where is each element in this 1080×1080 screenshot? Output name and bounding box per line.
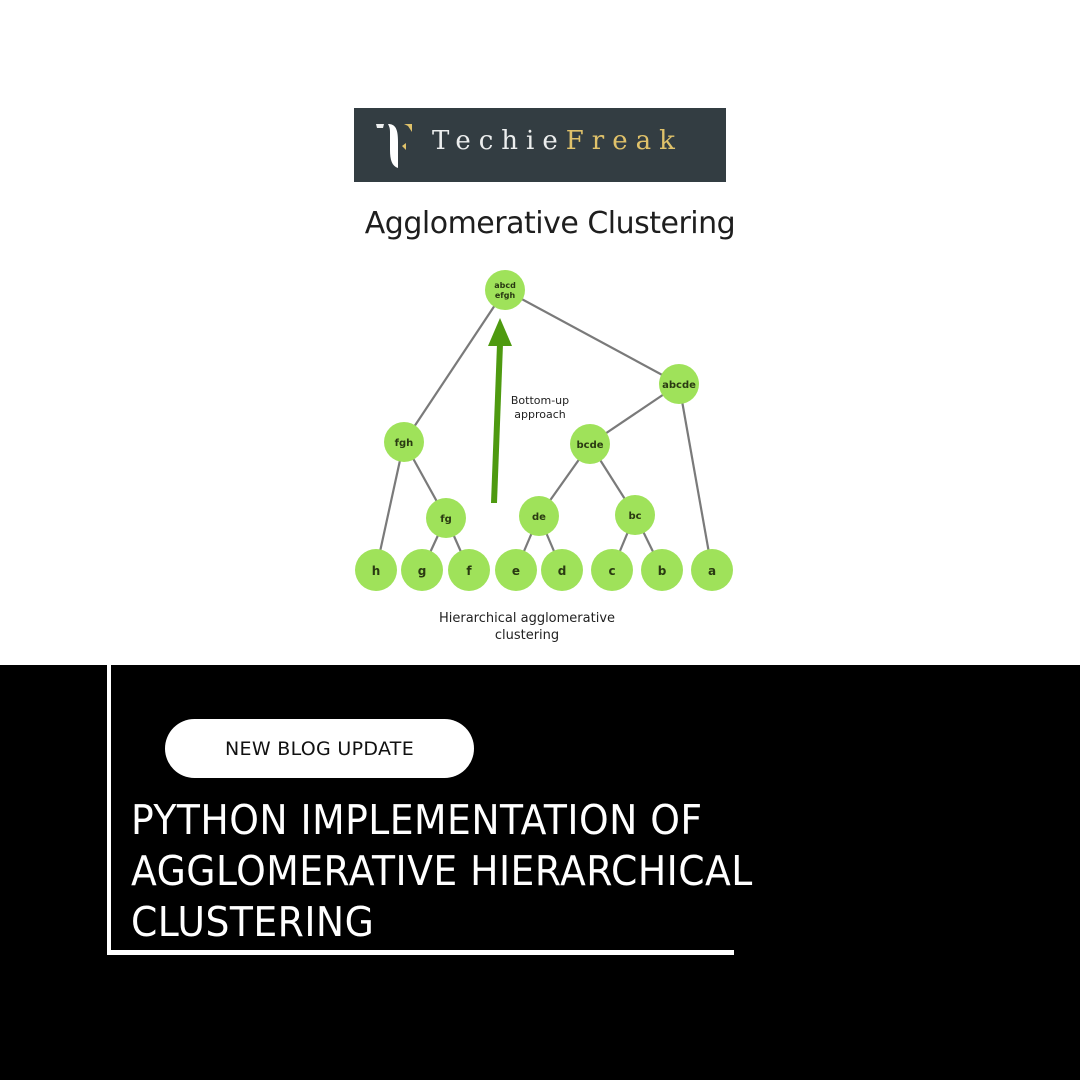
blog-headline: PYTHON IMPLEMENTATION OF AGGLOMERATIVE H… (131, 795, 885, 948)
node-b (641, 549, 683, 591)
dendrogram-diagram: Bottom-up approach abcd efgh abcde fgh b… (355, 270, 733, 643)
logo-mark-icon (376, 124, 412, 168)
node-bc-label: bc (628, 511, 641, 522)
node-fg (426, 498, 466, 538)
node-c-label: c (608, 564, 615, 578)
diagram-caption-line1: Hierarchical agglomerative (439, 611, 615, 626)
node-root-label-2: efgh (495, 291, 516, 300)
arrow-label-line1: Bottom-up (511, 394, 569, 407)
node-abcde (659, 364, 699, 404)
node-de-label: de (532, 512, 546, 523)
node-h-label: h (372, 564, 381, 578)
node-bc (615, 495, 655, 535)
node-b-label: b (658, 564, 667, 578)
tree-nodes (355, 270, 733, 591)
node-fgh (384, 422, 424, 462)
node-f (448, 549, 490, 591)
headline-line-1: PYTHON IMPLEMENTATION OF (131, 796, 703, 844)
node-d-label: d (558, 564, 567, 578)
diagram-title: Agglomerative Clustering (364, 206, 736, 241)
techiefreak-logo: TechieFreak (354, 108, 726, 182)
headline-line-3: CLUSTERING (131, 898, 375, 946)
frame-vertical-line (107, 665, 111, 955)
node-bcde (570, 424, 610, 464)
node-bcde-label: bcde (576, 440, 603, 451)
new-blog-update-badge: NEW BLOG UPDATE (165, 719, 474, 778)
arrow-label-line2: approach (514, 408, 566, 421)
node-abcde-label: abcde (662, 380, 696, 391)
logo-wordmark: TechieFreak (432, 126, 683, 156)
logo-word-techie: Techie (432, 126, 566, 156)
node-e (495, 549, 537, 591)
node-d (541, 549, 583, 591)
node-c (591, 549, 633, 591)
node-de (519, 496, 559, 536)
node-fg-label: fg (440, 514, 452, 525)
node-root-label-1: abcd (494, 281, 516, 290)
frame-horizontal-line (107, 950, 734, 955)
node-a (691, 549, 733, 591)
node-a-label: a (708, 564, 716, 578)
node-f-label: f (466, 564, 472, 578)
node-fgh-label: fgh (395, 438, 414, 449)
node-root (485, 270, 525, 310)
node-h (355, 549, 397, 591)
bottom-up-arrow-icon (488, 318, 512, 503)
node-e-label: e (512, 564, 520, 578)
diagram-caption-line2: clustering (495, 628, 559, 643)
logo-word-freak: Freak (565, 126, 683, 156)
headline-line-2: AGGLOMERATIVE HIERARCHICAL (131, 847, 753, 895)
node-g (401, 549, 443, 591)
node-g-label: g (418, 564, 427, 578)
